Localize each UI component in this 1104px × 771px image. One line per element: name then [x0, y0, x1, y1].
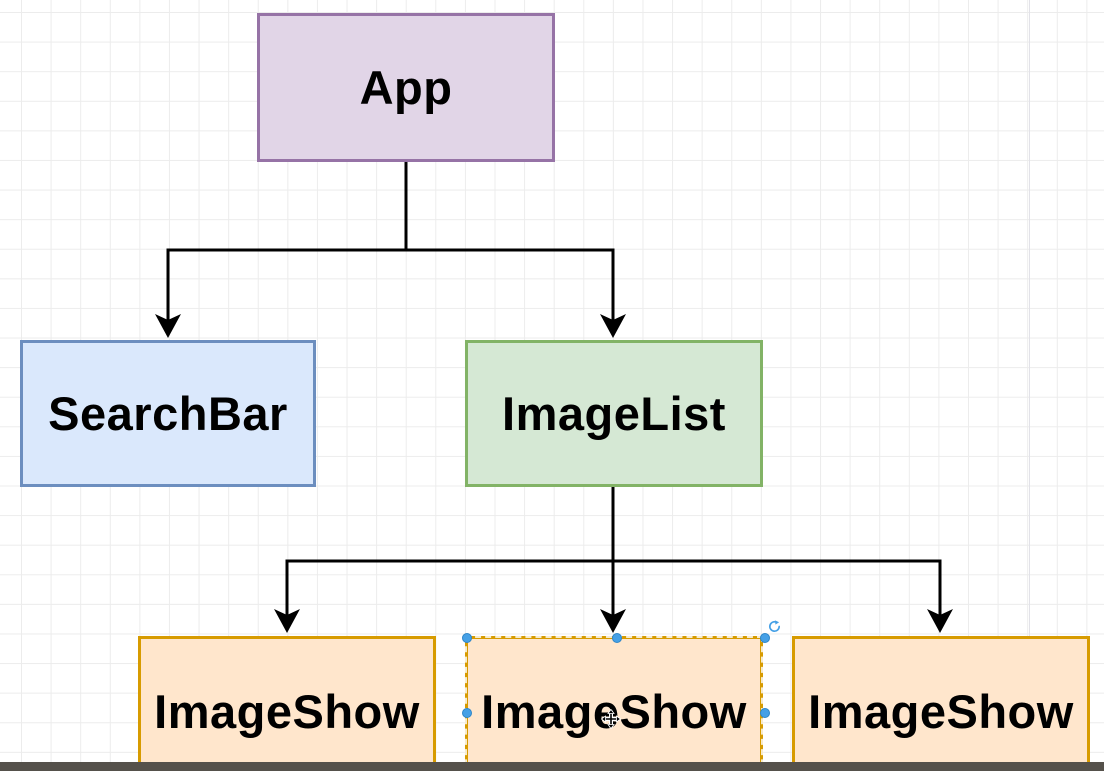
selection-handle-top-right[interactable]: [760, 633, 770, 643]
edge-app-imagelist[interactable]: [406, 248, 626, 338]
page-boundary-line: [1029, 0, 1030, 762]
edge-imagelist-imageshow-1[interactable]: [274, 487, 615, 633]
node-imagelist[interactable]: ImageList: [465, 340, 763, 487]
selection-handle-top-center[interactable]: [612, 633, 622, 643]
node-imageshow-2-selected[interactable]: ImageShow: [462, 620, 781, 771]
node-app[interactable]: App: [257, 13, 555, 162]
node-imageshow-1-label: ImageShow: [154, 684, 420, 738]
window-bottom-edge-bar: [0, 762, 1104, 771]
node-imageshow-2-label: ImageShow: [481, 684, 747, 738]
node-imageshow-1[interactable]: ImageShow: [138, 636, 436, 771]
node-imagelist-label: ImageList: [502, 387, 726, 440]
node-app-label: App: [359, 61, 453, 114]
node-imageshow-3[interactable]: ImageShow: [792, 636, 1090, 771]
node-searchbar[interactable]: SearchBar: [20, 340, 316, 487]
rotate-icon[interactable]: [767, 619, 782, 634]
node-imageshow-3-label: ImageShow: [808, 684, 1074, 738]
edge-imagelist-imageshow-3[interactable]: [613, 559, 953, 633]
selection-handle-middle-left[interactable]: [462, 708, 472, 718]
node-searchbar-label: SearchBar: [48, 387, 288, 440]
edge-imagelist-imageshow-2[interactable]: [600, 561, 626, 633]
edge-app-searchbar[interactable]: [155, 162, 408, 338]
selection-handle-middle-right[interactable]: [760, 708, 770, 718]
selection-handle-top-left[interactable]: [462, 633, 472, 643]
